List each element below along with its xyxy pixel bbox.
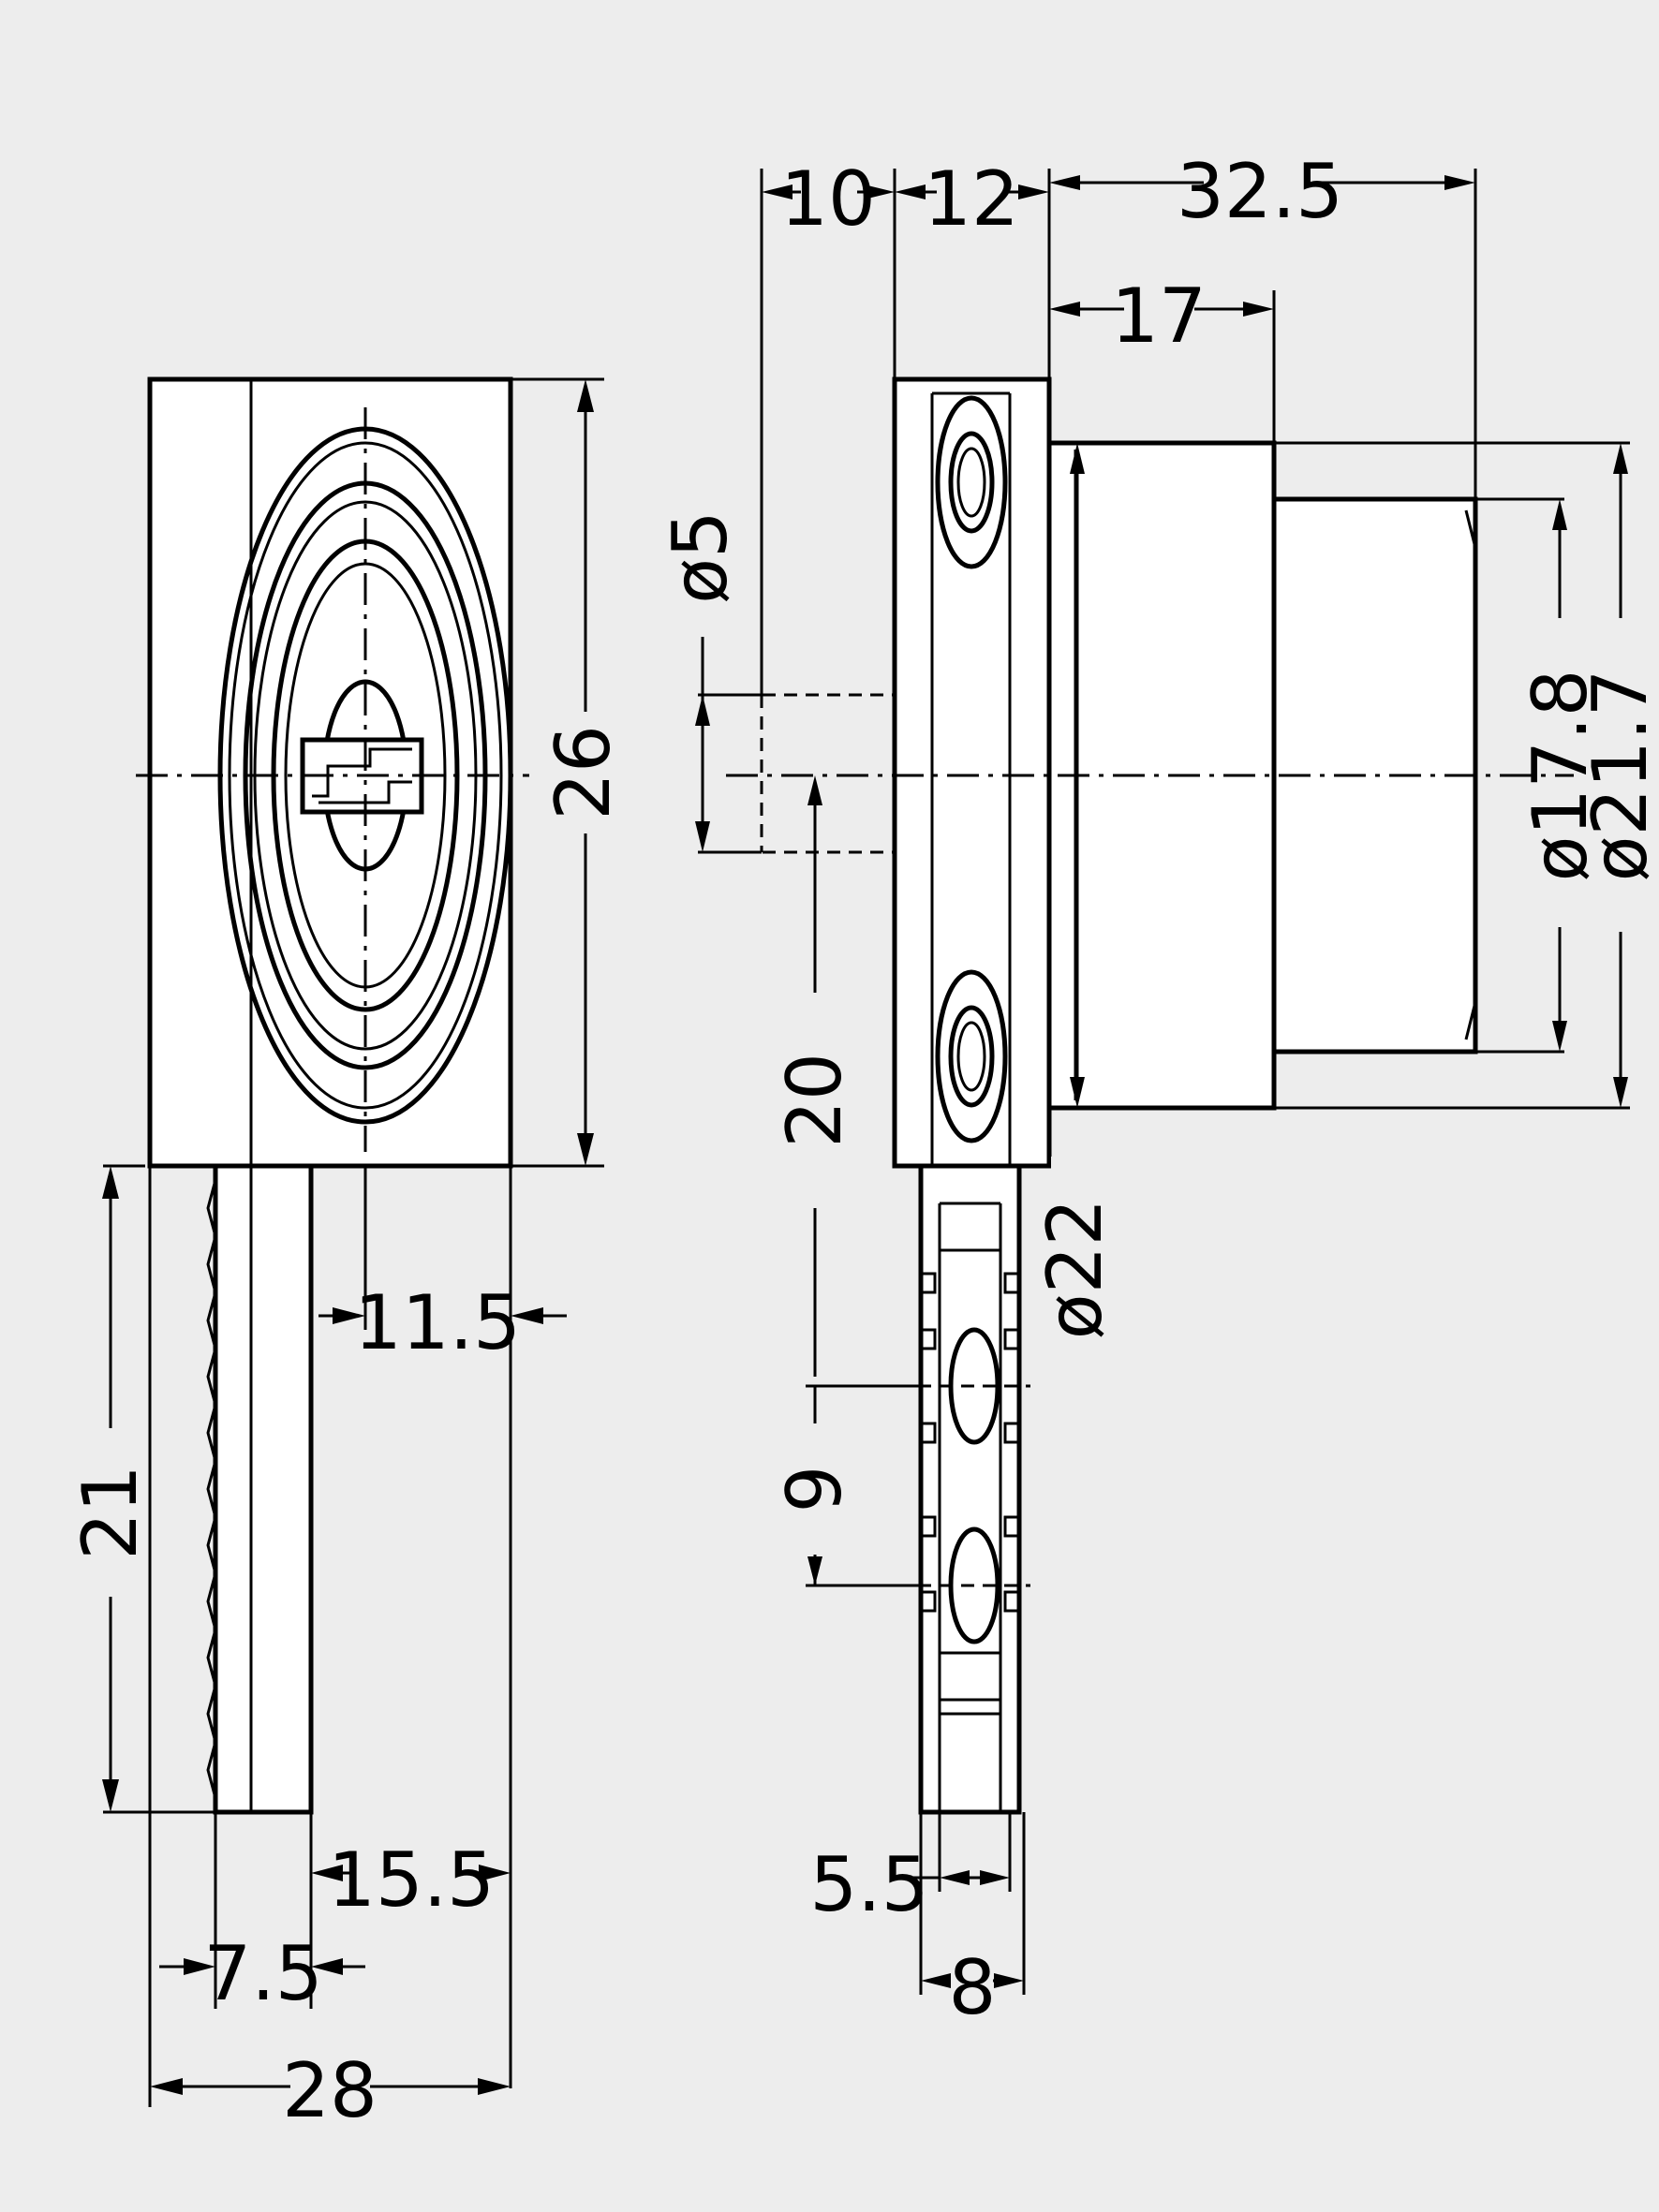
front-tongue <box>213 1163 314 1815</box>
dim-pin-diameter-5: ø5 <box>657 510 744 604</box>
dim-outer-diameter-21.7: ø21.7 <box>1577 669 1659 881</box>
dim-body-length-32.5: 32.5 <box>1177 148 1343 235</box>
side-flange <box>892 376 1052 1169</box>
side-view: 10 12 32.5 17 ø5 20 <box>657 148 1659 2031</box>
front-view: 26 21 11.5 15.5 7.5 <box>67 376 627 2134</box>
flange-hole-top <box>935 395 1008 569</box>
dim-flange-diameter-22: ø22 <box>1031 1199 1118 1340</box>
dim-pin-length-10: 10 <box>780 155 876 243</box>
dim-flange-thickness-12: 12 <box>924 155 1019 243</box>
dim-step-length-17: 17 <box>1111 273 1207 360</box>
dim-tongue-left-7.5: 7.5 <box>203 1930 322 2017</box>
dim-cam-offset-11.5: 11.5 <box>354 1279 521 1366</box>
dim-bar-outer-8: 8 <box>949 1944 997 2031</box>
dim-inner-diameter-17.8: ø17.8 <box>1517 669 1604 881</box>
dim-tongue-right-15.5: 15.5 <box>328 1836 495 1924</box>
dim-hole-pitch-9: 9 <box>771 1466 858 1513</box>
dim-tongue-length-21: 21 <box>67 1465 154 1560</box>
dim-width-28: 28 <box>282 2047 378 2134</box>
side-bar <box>918 1163 1030 1815</box>
dim-height-26: 26 <box>540 725 627 820</box>
dim-bar-width-5.5: 5.5 <box>809 1841 928 1928</box>
flange-hole-bottom <box>935 969 1008 1143</box>
dim-offset-20: 20 <box>771 1053 858 1148</box>
